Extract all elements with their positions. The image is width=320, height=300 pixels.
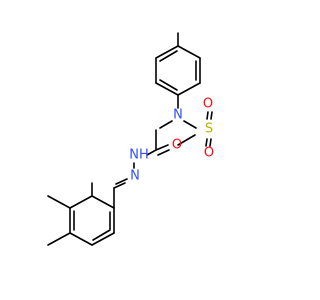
atom-label-o-sulfonyl-2: O: [204, 146, 214, 161]
atom-label-o-sulfonyl-1: O: [203, 97, 213, 112]
bond: [69, 195, 93, 209]
atom-label-n-imine: N: [130, 169, 140, 184]
bond: [159, 79, 178, 91]
bond: [47, 195, 71, 209]
bond: [177, 45, 201, 59]
bond: [113, 182, 126, 189]
bond: [206, 111, 209, 120]
bond: [69, 232, 93, 246]
bond: [183, 120, 197, 129]
bond: [92, 229, 111, 241]
bond: [157, 149, 170, 156]
bond: [159, 50, 178, 62]
trimethylphenyl-ring: [69, 195, 115, 246]
bond: [205, 138, 208, 147]
bond: [209, 138, 212, 147]
sulfonyl-group: [177, 111, 213, 147]
bond: [177, 134, 196, 146]
bond: [155, 144, 169, 151]
molecule-structure: N S O O O NH N: [47, 32, 214, 246]
bond: [177, 82, 201, 96]
bond: [146, 149, 157, 156]
atom-label-nh-hydrazide: NH: [129, 148, 149, 163]
atom-label-o-carbonyl: O: [172, 138, 182, 153]
bond: [47, 232, 71, 246]
tolyl-ring: [155, 32, 201, 96]
bond: [155, 82, 179, 96]
bond: [91, 195, 115, 209]
atom-label-n-sulfonamide: N: [173, 108, 183, 123]
bond: [159, 120, 173, 129]
bond: [91, 232, 115, 246]
bond: [210, 111, 213, 120]
atom-label-s-sulfonyl: S: [205, 122, 213, 137]
bond: [155, 45, 179, 59]
bond: [115, 178, 128, 185]
